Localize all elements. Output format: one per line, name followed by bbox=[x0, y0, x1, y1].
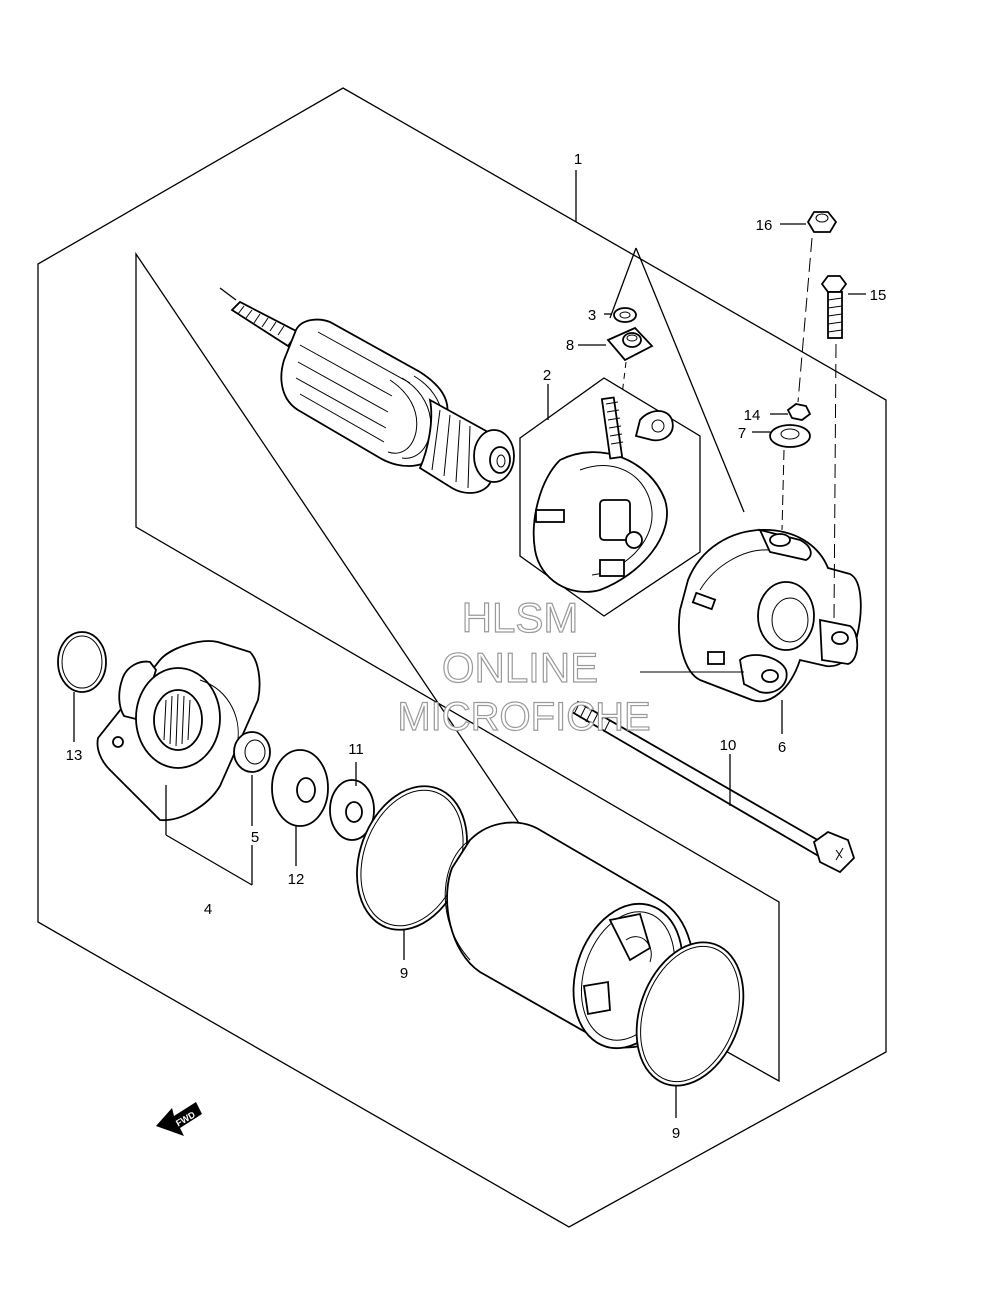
oil-seal-5 bbox=[233, 731, 271, 773]
callout-13: 13 bbox=[66, 747, 83, 764]
o-ring-9-rear bbox=[635, 941, 745, 1087]
bolt-15 bbox=[820, 275, 848, 339]
callout-8: 8 bbox=[566, 337, 574, 354]
callout-1: 1 bbox=[574, 151, 582, 168]
callout-12: 12 bbox=[288, 871, 305, 888]
callout-7: 7 bbox=[738, 425, 746, 442]
callout-5: 5 bbox=[251, 829, 259, 846]
nut-16 bbox=[806, 211, 838, 233]
washer-7 bbox=[769, 424, 811, 448]
callout-9-rear: 9 bbox=[672, 1125, 680, 1142]
callout-16: 16 bbox=[756, 217, 773, 234]
callout-4: 4 bbox=[204, 901, 212, 918]
callout-10: 10 bbox=[720, 737, 737, 754]
watermark-line-3: MICROFICHE bbox=[397, 695, 650, 739]
watermark-line-2: ONLINE bbox=[442, 644, 598, 691]
callout-3: 3 bbox=[588, 307, 596, 324]
plate-8 bbox=[606, 326, 654, 396]
callout-2: 2 bbox=[543, 367, 551, 384]
rear-cover-illustration bbox=[640, 528, 862, 703]
brush-holder-illustration bbox=[519, 377, 701, 617]
assembly-frame-outer bbox=[37, 87, 887, 1228]
o-ring-13 bbox=[57, 631, 107, 693]
callout-14: 14 bbox=[744, 407, 761, 424]
nut-14 bbox=[786, 403, 812, 421]
washer-3 bbox=[613, 307, 637, 323]
callout-15: 15 bbox=[870, 287, 887, 304]
front-housing-illustration bbox=[96, 640, 261, 821]
callout-9-front: 9 bbox=[400, 965, 408, 982]
fwd-arrow-icon: FWD bbox=[156, 1102, 202, 1136]
callout-11: 11 bbox=[348, 741, 364, 758]
armature-illustration bbox=[219, 287, 515, 494]
washer-11 bbox=[329, 779, 375, 841]
callout-6: 6 bbox=[778, 739, 786, 756]
washer-12 bbox=[271, 749, 329, 827]
through-bolt-10 bbox=[570, 700, 856, 874]
watermark-line-1: HLSM bbox=[462, 594, 579, 641]
